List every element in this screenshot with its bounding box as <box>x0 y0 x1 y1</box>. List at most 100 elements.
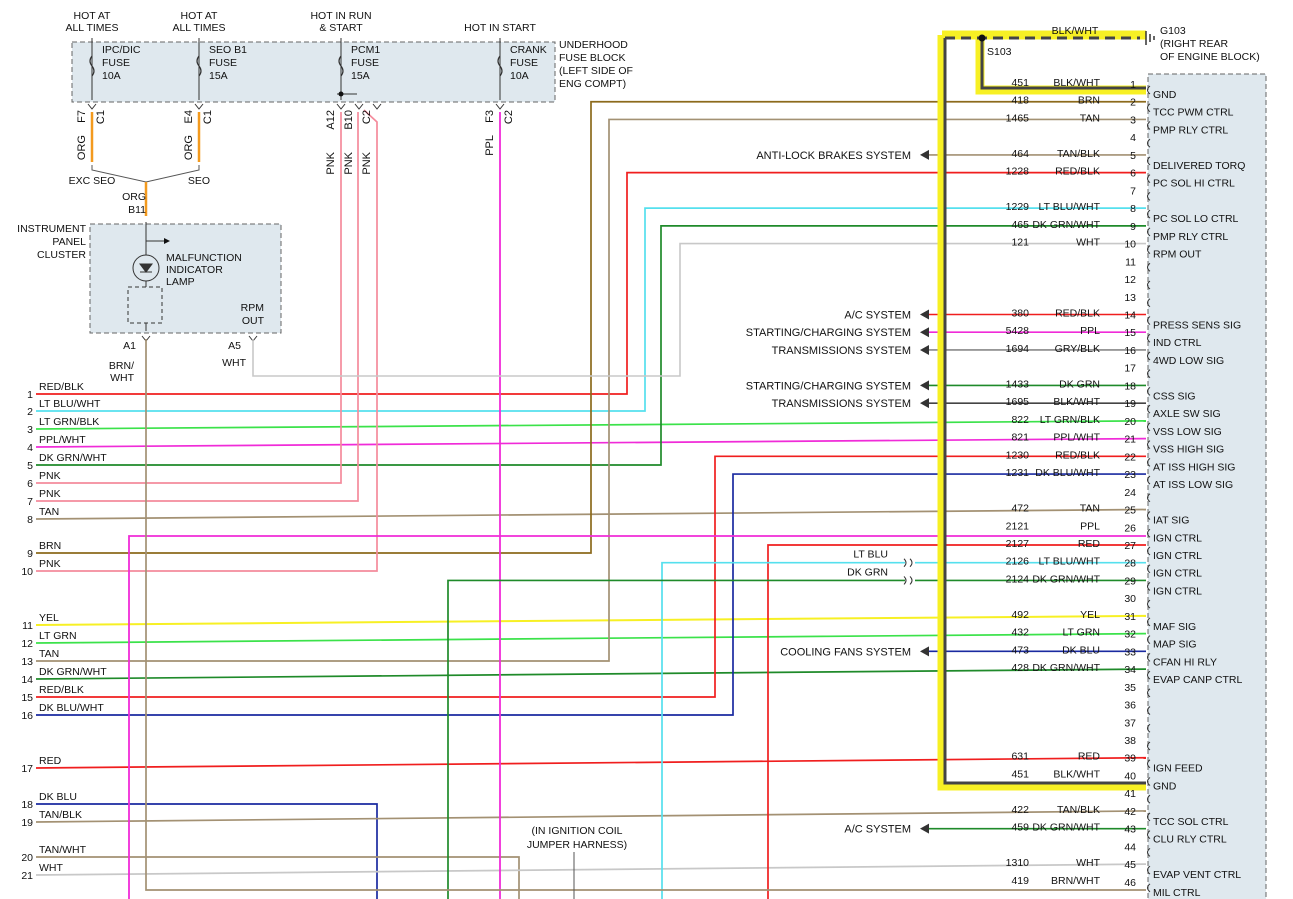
pcm-pin-function: IGN CTRL <box>1153 550 1202 562</box>
pcm-pin-function: PRESS SENS SIG <box>1153 319 1241 331</box>
fuse-pin: A12 <box>325 110 337 130</box>
wire-tan-wht <box>36 856 520 899</box>
pin-terminal <box>495 103 505 110</box>
arrow-icon <box>920 327 929 338</box>
circuit-number: 459 <box>1011 822 1029 834</box>
circuit-number: 473 <box>1011 644 1029 656</box>
pin-terminal <box>1147 759 1151 769</box>
left-pin-number: 18 <box>21 799 33 811</box>
pcm-pin-function: IND CTRL <box>1153 337 1202 349</box>
circuit-number: 465 <box>1011 219 1029 231</box>
pcm-pin-number: 3 <box>1130 114 1136 126</box>
cluster-label: PANEL <box>52 236 86 248</box>
fuse-block-label: UNDERHOOD <box>559 39 628 51</box>
arrow-icon <box>920 380 929 391</box>
pcm-pin-number: 38 <box>1124 735 1136 747</box>
pcm-wire-color: PPL <box>1080 325 1100 337</box>
fuse-icon <box>89 55 95 77</box>
fuse-icon <box>338 55 344 77</box>
left-pin-number: 8 <box>27 514 33 526</box>
left-pin-number: 6 <box>27 478 33 490</box>
option-label: SEO <box>188 175 210 187</box>
cluster-pin: A1 <box>123 340 136 352</box>
pcm-pin-number: 2 <box>1130 97 1136 109</box>
pcm-pin-function: VSS LOW SIG <box>1153 426 1222 438</box>
pin-terminal <box>1147 404 1151 414</box>
cluster-wire: ORG <box>122 191 146 203</box>
pin-terminal <box>1147 511 1151 520</box>
pcm-wire-color: TAN <box>1080 112 1100 124</box>
pcm-pin-function: MIL CTRL <box>1153 887 1201 899</box>
pcm-wire-color: RED <box>1078 538 1101 550</box>
pcm-pin-function: CSS SIG <box>1153 390 1196 402</box>
pcm-pin-number: 28 <box>1124 558 1136 570</box>
left-wire-color: TAN <box>39 648 59 660</box>
wire-brn <box>36 100 1146 554</box>
pcm-pin-number: 27 <box>1124 540 1136 552</box>
pin-terminal <box>1147 528 1151 538</box>
pcm-wire-color: PPL <box>1080 520 1100 532</box>
pin-terminal <box>1147 227 1151 237</box>
cluster-pin: A5 <box>228 340 241 352</box>
pin-terminal <box>1147 830 1151 840</box>
arrow-icon <box>920 344 929 355</box>
pcm-wire-color: BLK/WHT <box>1053 768 1100 780</box>
inline-connector <box>903 576 913 585</box>
fuse-name: IPC/DIC <box>102 44 141 56</box>
left-pin-number: 11 <box>22 620 33 632</box>
lamp-label: LAMP <box>166 276 195 288</box>
pcm-pin-function: RPM OUT <box>1153 249 1202 261</box>
arrow-icon <box>920 398 929 409</box>
pcm-pin-function: IGN FEED <box>1153 763 1203 775</box>
pcm-pin-number: 22 <box>1124 451 1136 463</box>
circuit-number: 1465 <box>1006 112 1030 124</box>
pin-terminal <box>194 103 204 110</box>
cluster-wire: WHT <box>110 372 134 384</box>
splice-dot <box>978 34 986 42</box>
pcm-pin-number: 41 <box>1124 788 1136 800</box>
pcm-pin-number: 29 <box>1124 575 1136 587</box>
left-wire-color: TAN/BLK <box>39 809 82 821</box>
pin-terminal <box>1147 546 1151 556</box>
system-label: STARTING/CHARGING SYSTEM <box>746 380 911 392</box>
arrow-icon <box>164 238 170 244</box>
pcm-wire-color: TAN/BLK <box>1057 148 1100 160</box>
pcm-pin-number: 44 <box>1124 841 1136 853</box>
pcm-pin-function: PC SOL LO CTRL <box>1153 213 1239 225</box>
fuse-wire-color: PNK <box>361 151 373 174</box>
wire-red <box>35 756 1147 769</box>
left-wire-color: DK GRN/WHT <box>39 452 107 464</box>
pcm-pin-function: VSS HIGH SIG <box>1153 444 1224 456</box>
pcm-pin-function: CLU RLY CTRL <box>1153 834 1227 846</box>
pin-terminal <box>1147 847 1151 857</box>
system-label: A/C SYSTEM <box>844 309 911 321</box>
pcm-pin-number: 9 <box>1130 221 1136 233</box>
fuse-wire-color: PNK <box>343 151 355 174</box>
left-pin-number: 2 <box>27 406 33 418</box>
cluster-pin: B11 <box>128 204 146 216</box>
power-label: HOT AT <box>74 10 112 22</box>
pin-terminal <box>1147 121 1151 130</box>
pcm-pin-number: 8 <box>1130 203 1136 215</box>
fuse-name: CRANK <box>510 44 547 56</box>
pcm-pin-number: 34 <box>1124 664 1136 676</box>
fuse-pin: F7 <box>76 110 88 123</box>
left-wire-color: LT GRN <box>39 630 77 642</box>
pcm-pin-number: 43 <box>1124 824 1136 836</box>
pcm-pin-function: IGN CTRL <box>1153 585 1202 597</box>
option-label: EXC SEO <box>69 175 116 187</box>
pcm-wire-color: GRY/BLK <box>1055 343 1100 355</box>
power-label: HOT IN START <box>464 22 536 34</box>
circuit-number: 472 <box>1011 503 1029 515</box>
wire-pnk <box>36 112 342 484</box>
arrow-icon <box>920 309 929 320</box>
pin-terminal <box>1147 174 1151 184</box>
left-pin-number: 12 <box>21 638 33 650</box>
system-label: TRANSMISSIONS SYSTEM <box>772 398 911 410</box>
left-pin-number: 21 <box>21 870 33 882</box>
pcm-wire-color: RED/BLK <box>1055 307 1100 319</box>
left-wire-color: TAN/WHT <box>39 844 87 856</box>
pcm-pin-number: 14 <box>1124 309 1136 321</box>
pcm-pin-function: IAT SIG <box>1153 515 1189 527</box>
